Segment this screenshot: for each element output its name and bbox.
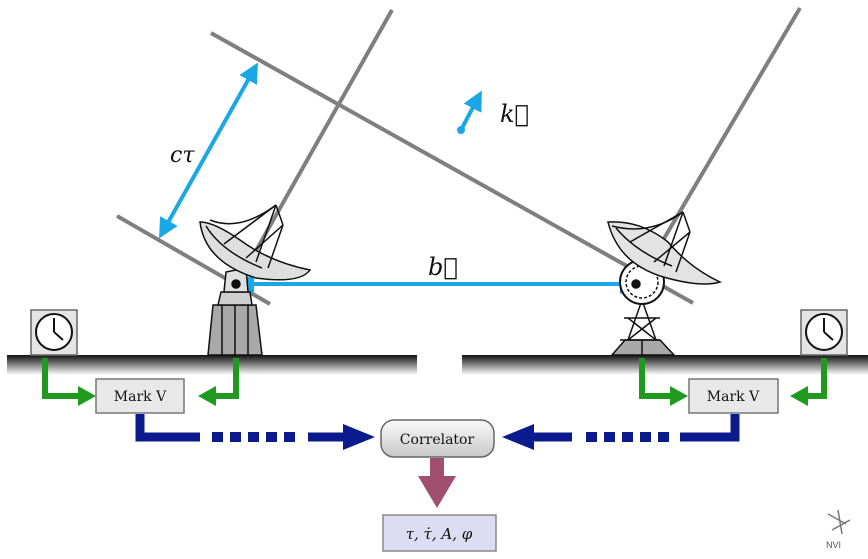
recorder-left: Mark V [95, 378, 185, 414]
ground-right [462, 355, 868, 375]
output-label: τ, τ̇, A, φ [406, 525, 473, 543]
output-flow-arrow [418, 458, 456, 508]
path-delay-arrow [159, 62, 258, 239]
logo-text: NVI [826, 540, 841, 550]
left-antenna [199, 204, 312, 356]
recorder-right: Mark V [688, 378, 779, 414]
data-flow-right [502, 414, 740, 450]
clock-sync-arrows [42, 358, 827, 399]
recorder-left-label: Mark V [114, 389, 167, 405]
path-delay-label: cτ [170, 143, 195, 168]
correlator-box: Correlator [380, 419, 495, 458]
recorder-right-label: Mark V [707, 389, 760, 405]
ray-left [234, 9, 394, 287]
wave-vector-label: k⃗ [500, 100, 529, 128]
output-box: τ, τ̇, A, φ [382, 514, 497, 552]
clock-sync-arrowheads [78, 386, 808, 406]
clock-icon-right [800, 309, 848, 356]
wave-vector-arrow [459, 90, 482, 131]
wavefront-front [210, 31, 694, 305]
data-flow-left [135, 414, 375, 450]
ground-left [7, 355, 417, 375]
baseline-label: b⃗ [428, 253, 458, 281]
correlator-label: Correlator [400, 432, 475, 448]
nvi-logo: NVI [826, 509, 851, 550]
right-antenna [607, 211, 723, 356]
clock-icon-left [30, 309, 78, 356]
